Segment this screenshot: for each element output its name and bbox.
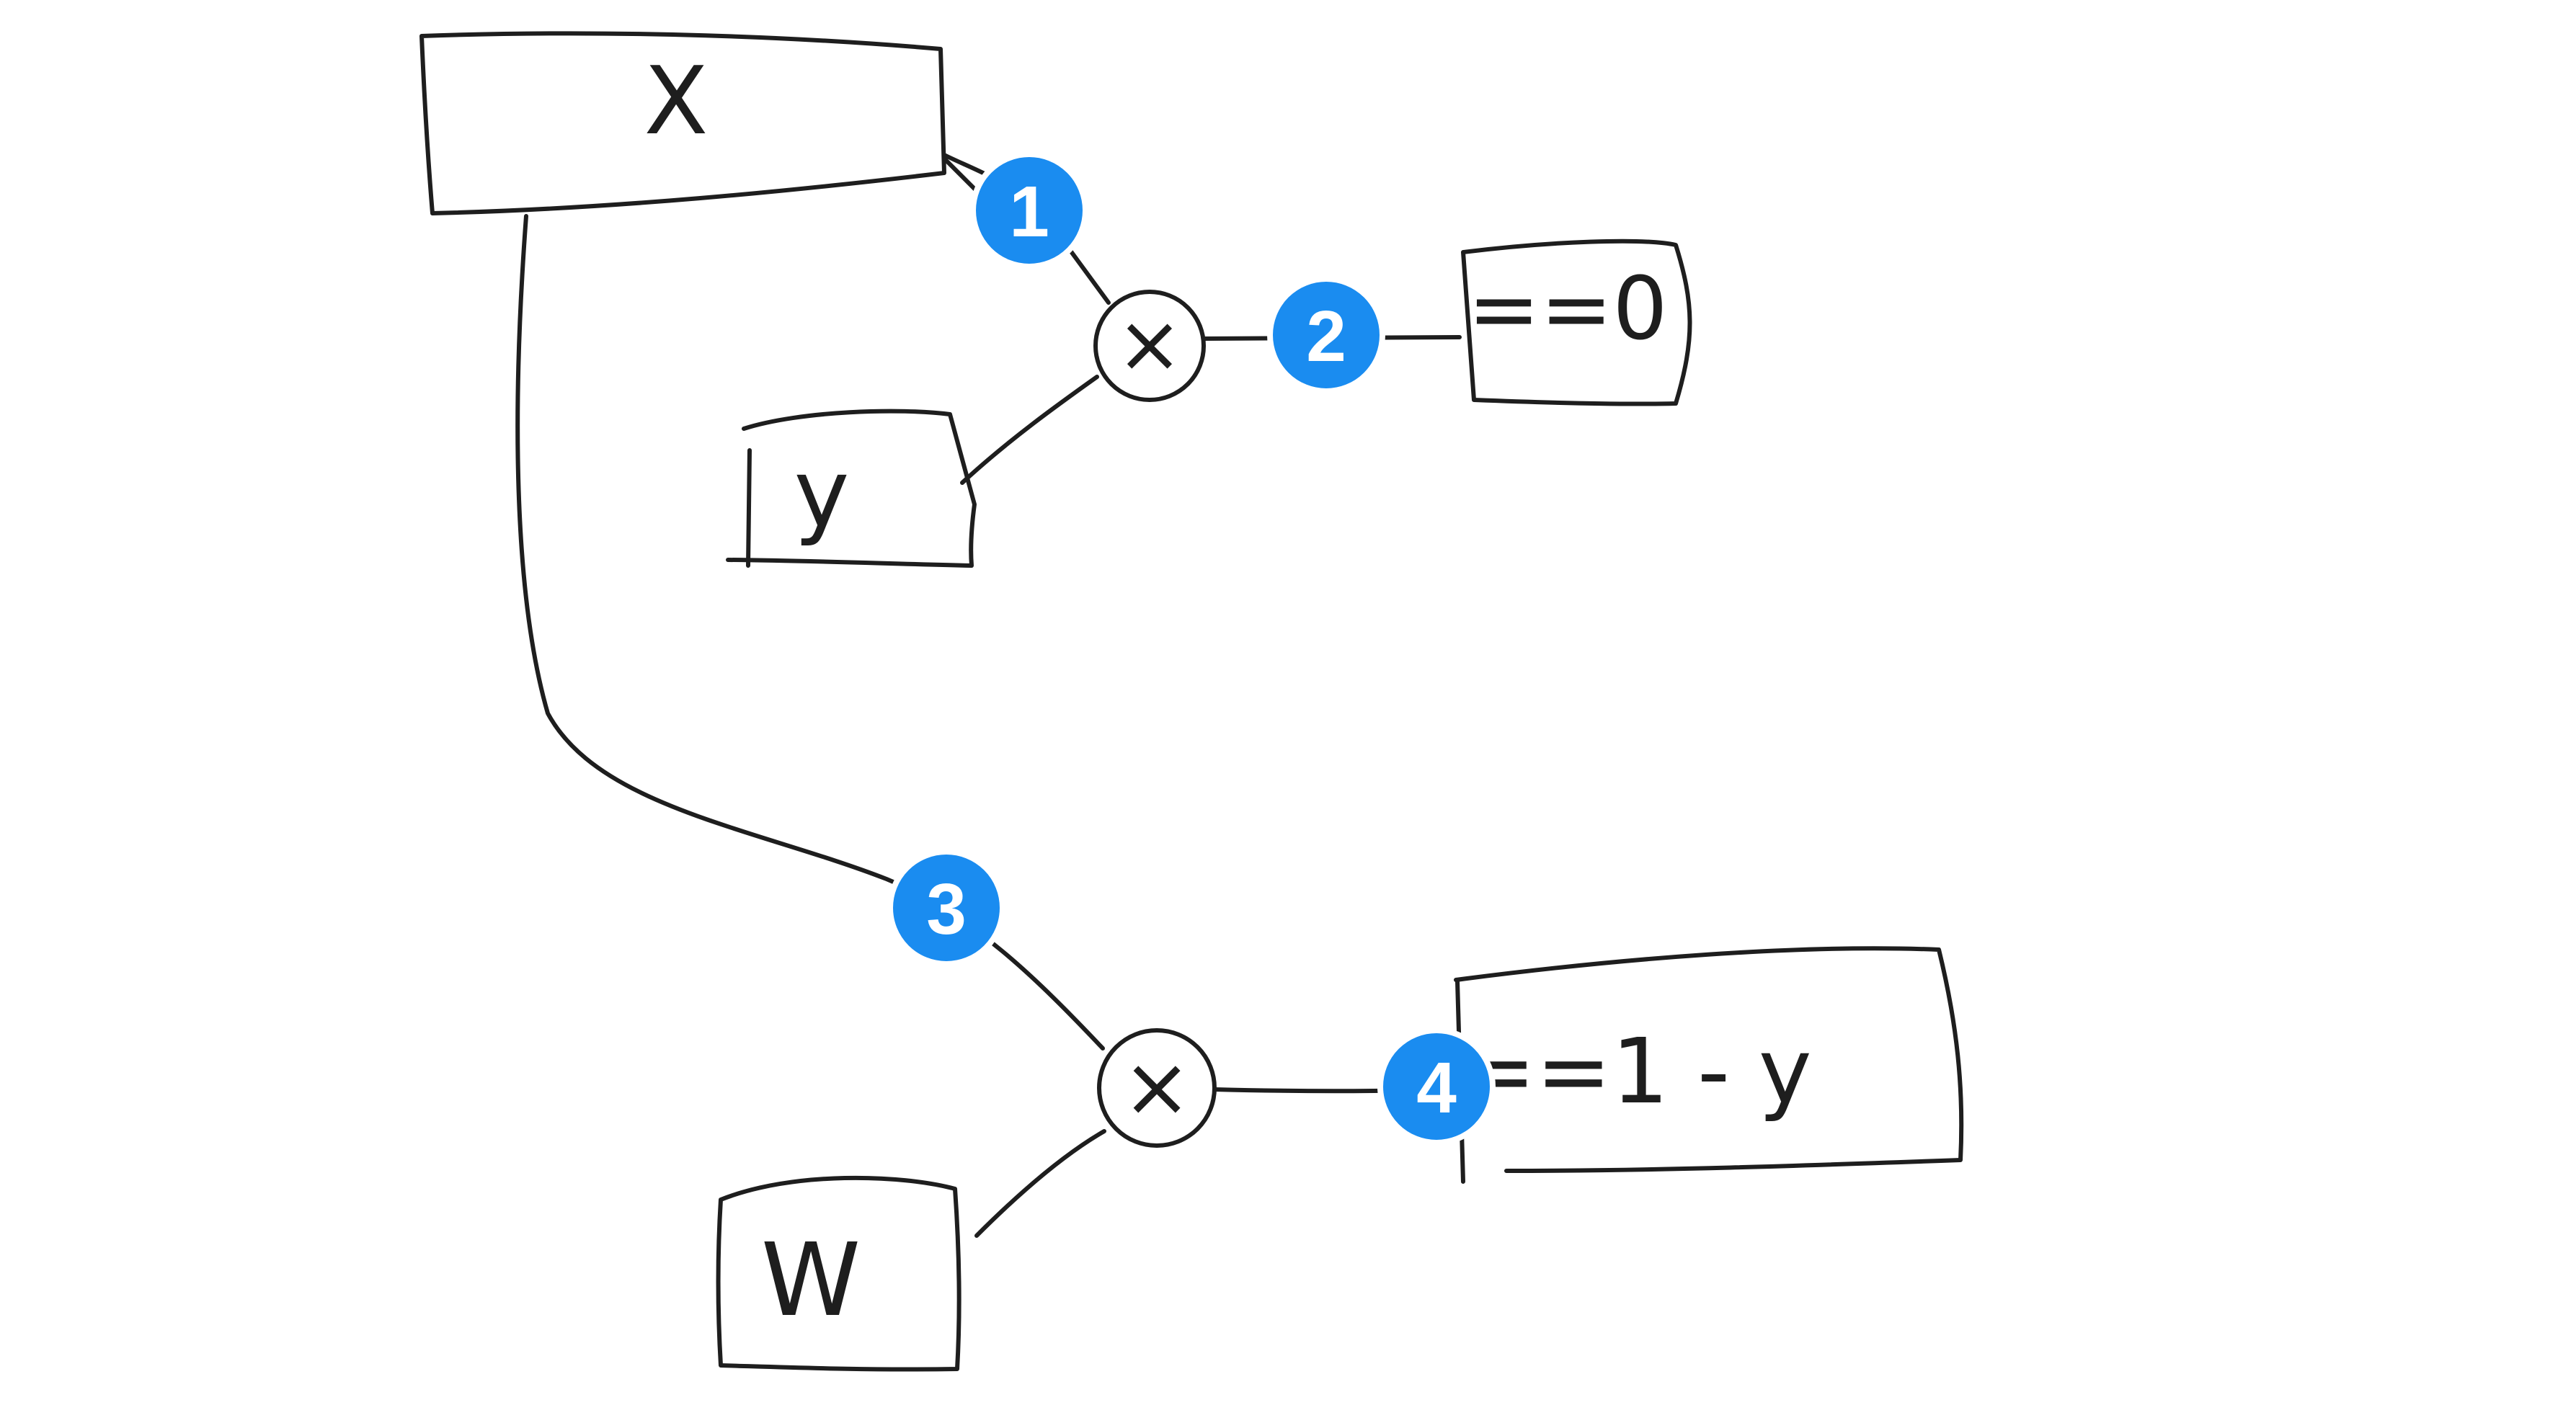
top-result-node: ==0 — [1461, 238, 1692, 406]
y-node-outline — [726, 409, 977, 568]
badge-1: 1 — [970, 151, 1088, 269]
badge-3-label: 3 — [926, 869, 967, 950]
top-multiply-symbol: × — [1116, 298, 1183, 390]
bottom-result-label: ==1 - y — [1460, 1020, 1812, 1124]
w-node-outline — [716, 1175, 961, 1372]
x-node-label: X — [644, 46, 708, 156]
bottom-result-outline — [1454, 946, 1964, 1173]
y-node: y — [726, 409, 977, 568]
badge-4-circle — [1377, 1027, 1496, 1146]
badge-2-label: 2 — [1306, 296, 1346, 377]
top-multiply-node: × — [1093, 290, 1206, 402]
bottom-result-node: ==1 - y — [1454, 946, 1964, 1184]
y-node-left-edge — [746, 448, 752, 568]
badge-3: 3 — [887, 849, 1005, 967]
y-node-label: y — [794, 439, 850, 548]
edge-x-to-bottom-multiply — [515, 214, 1105, 1051]
top-multiply-circle — [1093, 290, 1206, 402]
badge-1-circle — [970, 151, 1088, 269]
badge-4-label: 4 — [1416, 1048, 1457, 1128]
w-node: W — [716, 1175, 961, 1372]
edge-y-to-top-multiply — [960, 375, 1099, 485]
badge-2: 2 — [1267, 276, 1385, 394]
top-result-outline — [1461, 238, 1692, 406]
top-result-label: ==0 — [1467, 259, 1667, 360]
x-node-outline — [419, 31, 946, 215]
bottom-multiply-symbol: × — [1122, 1039, 1191, 1136]
bottom-multiply-node: × — [1097, 1028, 1217, 1148]
badge-3-circle — [887, 849, 1005, 967]
badge-2-circle — [1267, 276, 1385, 394]
badge-1-label: 1 — [1009, 171, 1049, 252]
x-node: X — [419, 31, 946, 215]
w-node-label: W — [761, 1222, 861, 1339]
edge-w-to-bottom-multiply — [974, 1129, 1106, 1238]
badge-4: 4 — [1377, 1027, 1496, 1146]
